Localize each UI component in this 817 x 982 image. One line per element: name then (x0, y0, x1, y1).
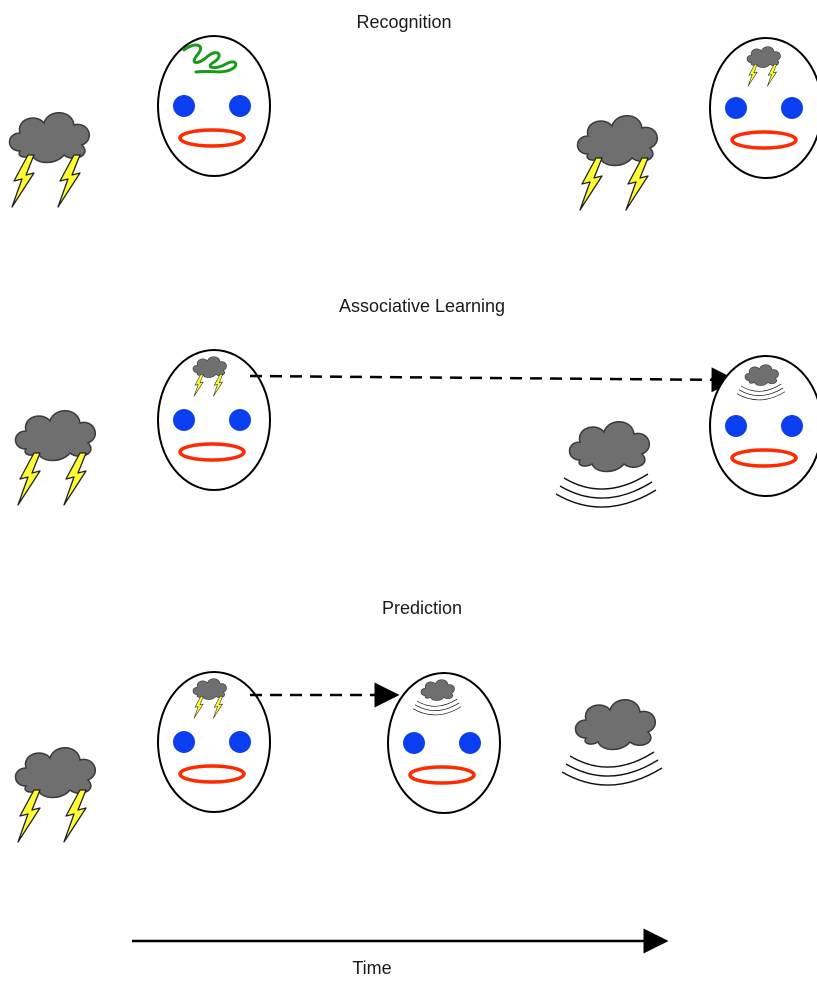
time-axis: Time (132, 928, 669, 978)
face-icon (156, 34, 272, 178)
face-icon (386, 671, 502, 815)
wind-lines-icon (561, 751, 663, 786)
panel-title: Associative Learning (339, 296, 505, 316)
panel-title: Recognition (356, 12, 451, 32)
face-icon (156, 670, 272, 814)
wind-lines-icon (555, 473, 657, 508)
storm-cloud-icon (576, 114, 659, 211)
cloud-icon (568, 420, 651, 473)
time-label: Time (352, 958, 391, 978)
storm-cloud-icon (14, 746, 97, 843)
cloud-icon (574, 698, 657, 751)
face-icon (708, 354, 817, 498)
panel-prediction: Prediction (14, 598, 663, 843)
storm-cloud-icon (8, 111, 91, 208)
panel-recognition: Recognition (8, 12, 817, 211)
face-icon (156, 348, 272, 492)
storm-cloud-icon (14, 409, 97, 506)
arrow-icon (249, 367, 737, 393)
scribble-icon (182, 43, 238, 74)
face-icon (708, 36, 817, 180)
panel-associative-learning: Associative Learning (14, 296, 817, 508)
panel-title: Prediction (382, 598, 462, 618)
